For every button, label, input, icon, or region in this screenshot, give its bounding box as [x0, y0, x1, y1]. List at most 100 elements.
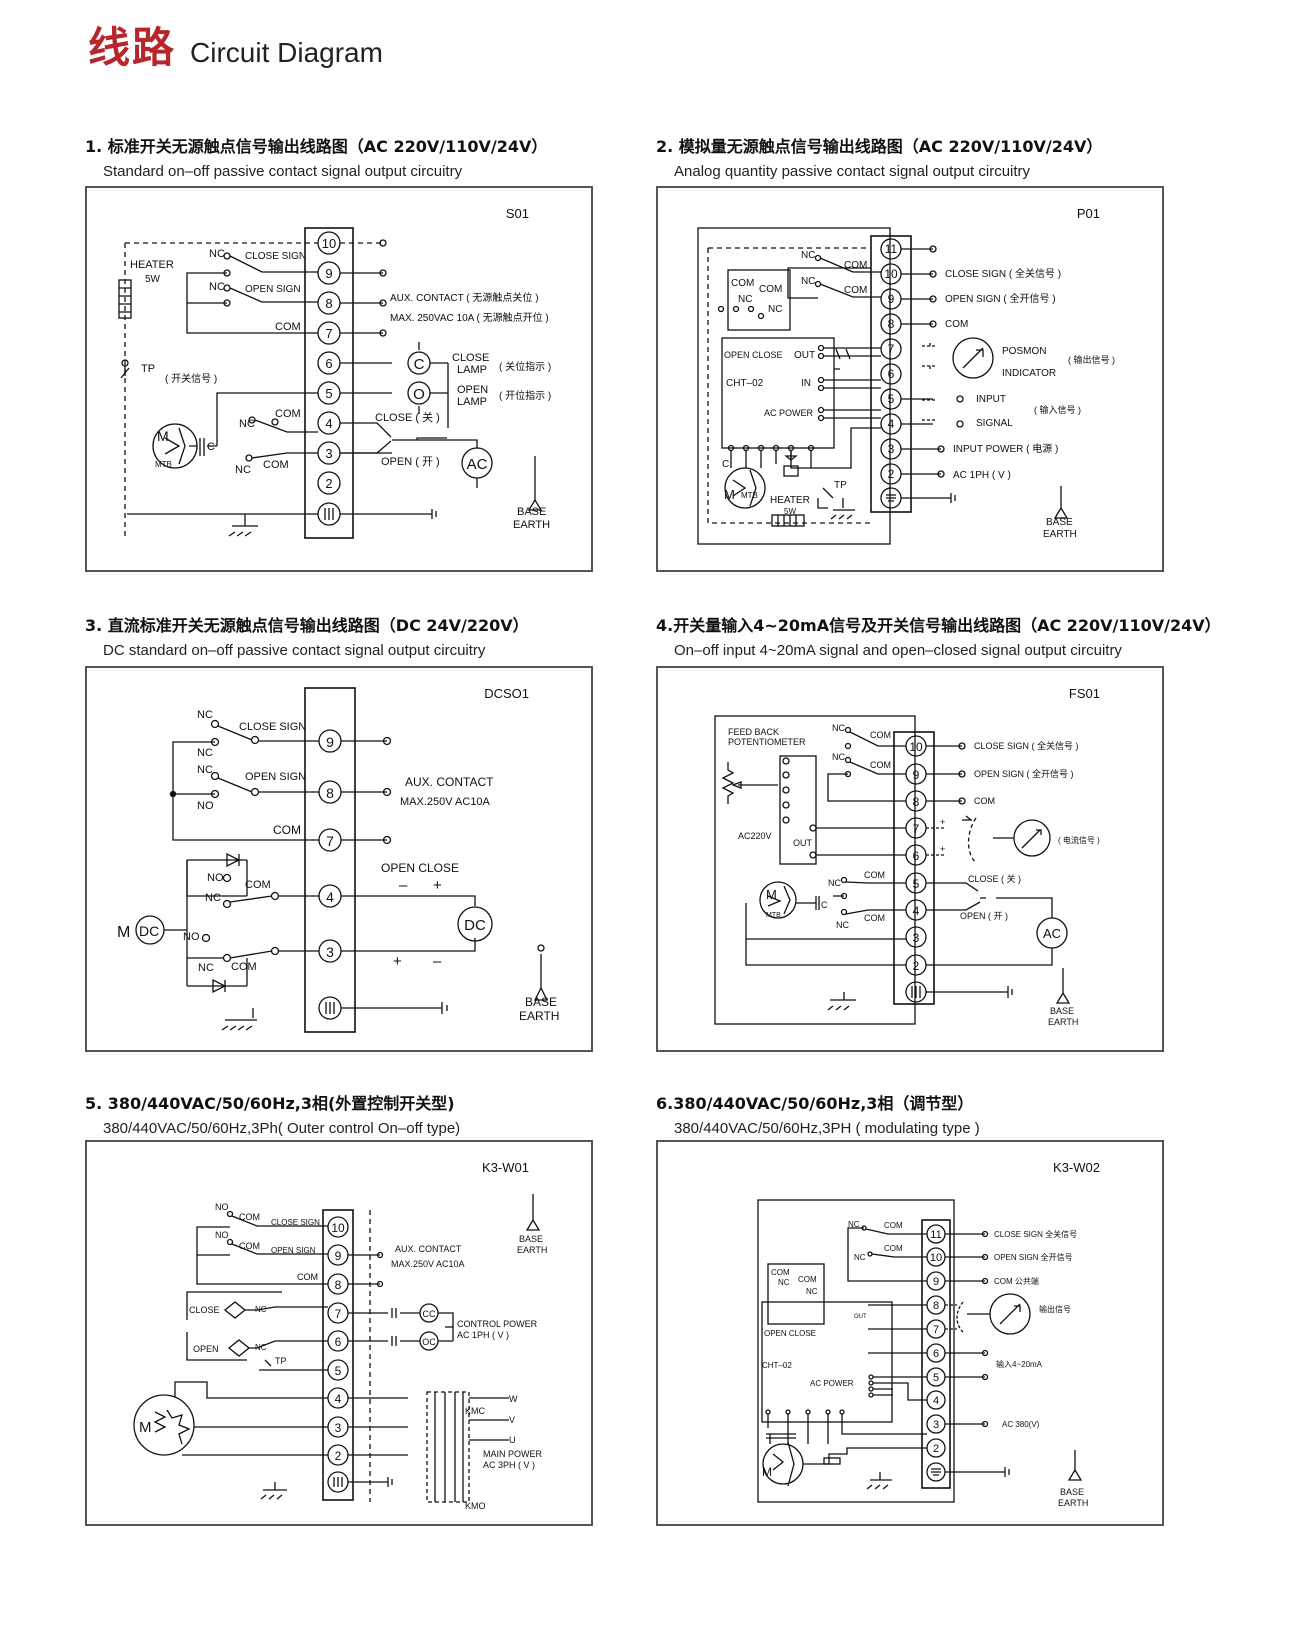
svg-text:OPEN ( 开 ): OPEN ( 开 ) — [960, 911, 1008, 921]
section-title-zh: 1. 标准开关无源触点信号输出线路图（AC 220V/110V/24V） — [85, 137, 548, 156]
svg-text:NC: NC — [209, 248, 225, 260]
svg-text:COM 公共端: COM 公共端 — [994, 1276, 1039, 1286]
terminal-3: 3 — [327, 1416, 349, 1438]
svg-text:NC: NC — [801, 250, 815, 261]
svg-text:OPEN SIGN: OPEN SIGN — [271, 1246, 316, 1255]
svg-text:EARTH: EARTH — [517, 1245, 547, 1255]
terminal-6: 6 — [926, 1343, 946, 1363]
svg-text:6: 6 — [933, 1348, 939, 1360]
svg-text:NC: NC — [832, 752, 845, 762]
svg-text:OPEN SIGN: OPEN SIGN — [245, 771, 306, 783]
svg-text:BASE: BASE — [517, 506, 546, 518]
svg-text:NO: NO — [215, 1230, 229, 1240]
diagram-k3-w01: K3-W01 10 9 8 7 6 5 4 3 2 NO COM CLOSE S… — [85, 1140, 593, 1526]
svg-text:11: 11 — [930, 1229, 941, 1241]
svg-text:NC: NC — [832, 723, 845, 733]
svg-text:NC: NC — [197, 747, 213, 759]
svg-text:+: + — [433, 877, 442, 894]
svg-text:( 开位指示 ): ( 开位指示 ) — [499, 389, 551, 402]
section-title-en: On–off input 4~20mA signal and open–clos… — [674, 642, 1122, 659]
svg-text:6: 6 — [325, 356, 332, 371]
svg-text:10: 10 — [322, 236, 336, 251]
svg-text:OPEN CLOSE: OPEN CLOSE — [381, 861, 459, 875]
terminal-3: 3 — [926, 1414, 946, 1434]
svg-text:C: C — [821, 900, 828, 910]
svg-text:INPUT POWER ( 电源 ): INPUT POWER ( 电源 ) — [953, 442, 1058, 455]
svg-text:( 关位指示 ): ( 关位指示 ) — [499, 360, 551, 373]
svg-text:DC: DC — [139, 923, 159, 939]
svg-text:CLOSE SIGN: CLOSE SIGN — [239, 721, 306, 733]
svg-text:9: 9 — [933, 1276, 939, 1288]
svg-text:COM: COM — [864, 913, 885, 923]
terminal-9: 9 — [327, 1244, 349, 1266]
terminal-9: 9 — [905, 763, 927, 785]
terminal-ground — [926, 1462, 946, 1482]
svg-text:C: C — [414, 356, 425, 373]
svg-text:C: C — [722, 459, 729, 470]
svg-text:FEED BACK: FEED BACK — [728, 727, 779, 737]
terminal-10: 10 — [317, 231, 341, 255]
page-header: 线路 Circuit Diagram — [88, 14, 383, 75]
svg-text:OPEN SIGN ( 全开信号 ): OPEN SIGN ( 全开信号 ) — [974, 768, 1074, 779]
svg-text:NC: NC — [738, 294, 752, 305]
terminal-4: 4 — [318, 884, 342, 908]
svg-text:( 电流信号 ): ( 电流信号 ) — [1058, 835, 1100, 845]
svg-text:MTB: MTB — [766, 912, 781, 919]
svg-text:M: M — [724, 487, 735, 502]
svg-text:NO: NO — [207, 872, 224, 884]
svg-text:4: 4 — [888, 417, 895, 431]
section-title-en: Standard on–off passive contact signal o… — [103, 163, 463, 180]
svg-text:TP: TP — [141, 363, 155, 375]
svg-text:COM: COM — [273, 823, 301, 837]
svg-text:NC: NC — [836, 920, 849, 930]
svg-text:10: 10 — [331, 1221, 345, 1235]
svg-text:( 输入信号 ): ( 输入信号 ) — [1034, 404, 1081, 415]
svg-text:NC: NC — [205, 892, 221, 904]
terminal-8: 8 — [317, 291, 341, 315]
terminal-9: 9 — [318, 729, 342, 753]
svg-text:( 开关信号 ): ( 开关信号 ) — [165, 372, 217, 385]
diagram-code: FS01 — [1068, 686, 1100, 701]
svg-text:BASE: BASE — [1046, 517, 1073, 528]
svg-text:BASE: BASE — [519, 1234, 543, 1244]
svg-text:OPEN: OPEN — [193, 1344, 219, 1354]
diagram-dcso1: DCSO1 9 8 7 4 3 NC CLOSE SIGN NC NC OPEN… — [85, 666, 593, 1052]
svg-text:5W: 5W — [784, 507, 796, 516]
svg-text:BASE: BASE — [525, 995, 557, 1009]
svg-text:M: M — [157, 428, 169, 444]
svg-text:DC: DC — [464, 917, 486, 934]
svg-text:9: 9 — [326, 734, 334, 750]
terminal-6: 6 — [317, 351, 341, 375]
svg-text:MAX.250V AC10A: MAX.250V AC10A — [400, 796, 491, 808]
svg-text:O: O — [413, 386, 425, 403]
svg-text:COM: COM — [870, 730, 891, 740]
svg-text:AC 3PH ( V ): AC 3PH ( V ) — [483, 1460, 535, 1470]
terminal-7: 7 — [318, 828, 342, 852]
svg-text:MTB: MTB — [741, 491, 758, 500]
svg-text:MAX. 250VAC 10A ( 无源触点开位 ): MAX. 250VAC 10A ( 无源触点开位 ) — [390, 311, 549, 324]
terminal-3: 3 — [880, 438, 902, 460]
terminal-4: 4 — [880, 413, 902, 435]
svg-text:EARTH: EARTH — [1048, 1017, 1078, 1027]
svg-text:NC: NC — [197, 764, 213, 776]
terminal-8: 8 — [318, 780, 342, 804]
svg-text:COM: COM — [884, 1221, 903, 1230]
svg-text:6: 6 — [888, 367, 895, 381]
svg-text:4: 4 — [335, 1392, 342, 1406]
diagram-s01: S01 10 9 8 7 6 5 4 3 2 HEATER 5W NC CLOS… — [85, 186, 593, 572]
terminal-9: 9 — [880, 288, 902, 310]
svg-text:CLOSE SIGN: CLOSE SIGN — [245, 251, 306, 262]
svg-text:5: 5 — [888, 392, 895, 406]
svg-text:MAX.250V AC10A: MAX.250V AC10A — [391, 1259, 465, 1269]
section-5-title: 5. 380/440VAC/50/60Hz,3相(外置控制开关型) 380/44… — [85, 1090, 460, 1137]
svg-text:+: + — [393, 953, 402, 970]
terminal-9: 9 — [317, 261, 341, 285]
terminal-ground — [880, 487, 902, 509]
svg-text:10: 10 — [909, 740, 923, 754]
terminal-2: 2 — [880, 463, 902, 485]
svg-text:COM: COM — [275, 408, 301, 420]
terminal-10: 10 — [327, 1216, 349, 1238]
svg-text:TP: TP — [834, 480, 847, 491]
svg-text:KMO: KMO — [465, 1501, 486, 1511]
section-3-title: 3. 直流标准开关无源触点信号输出线路图（DC 24V/220V） DC sta… — [85, 612, 529, 659]
